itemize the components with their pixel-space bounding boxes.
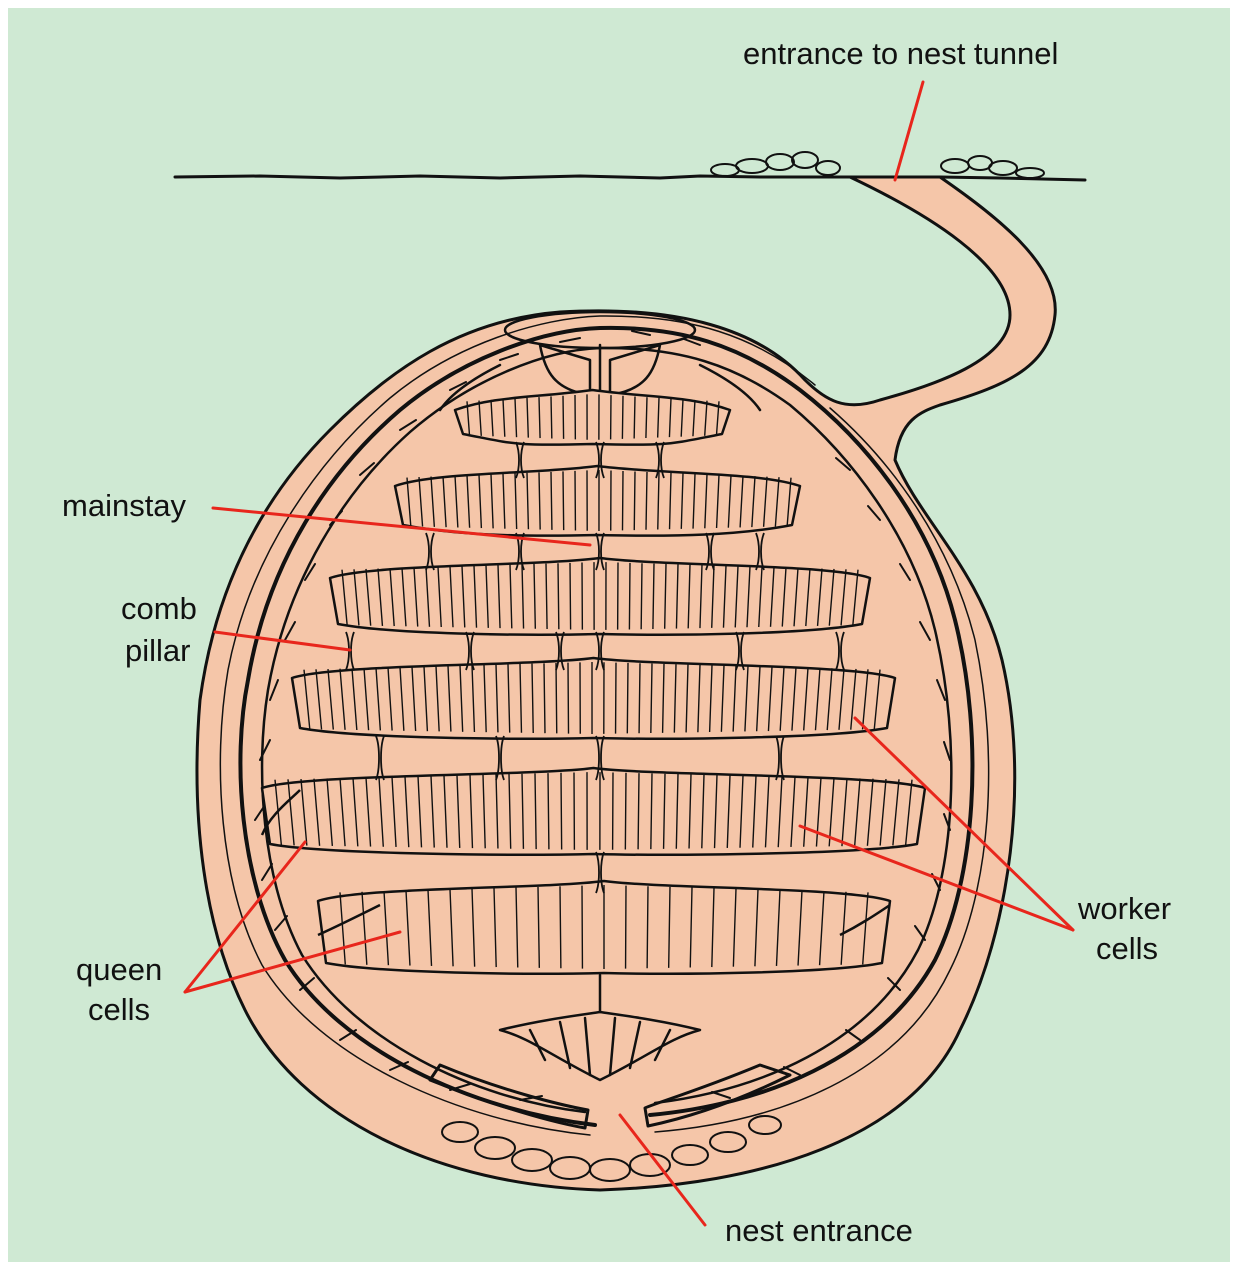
comb-tier-3 — [330, 558, 870, 635]
comb-tier-6 — [318, 881, 890, 974]
comb-tier-4 — [292, 658, 895, 739]
label-nest-entrance: nest entrance — [725, 1213, 913, 1248]
label-worker-line2: cells — [1096, 931, 1158, 966]
comb-outline — [262, 768, 925, 855]
comb-outline — [330, 558, 870, 635]
comb-tier-5 — [262, 768, 925, 855]
label-worker-line1: worker — [1077, 891, 1171, 926]
label-queen-line2: cells — [88, 992, 150, 1027]
label-entrance-tunnel: entrance to nest tunnel — [743, 36, 1058, 71]
label-mainstay: mainstay — [62, 488, 187, 523]
label-queen-line1: queen — [76, 952, 162, 987]
label-comb-line2: pillar — [125, 633, 190, 668]
label-comb-line1: comb — [121, 591, 197, 626]
